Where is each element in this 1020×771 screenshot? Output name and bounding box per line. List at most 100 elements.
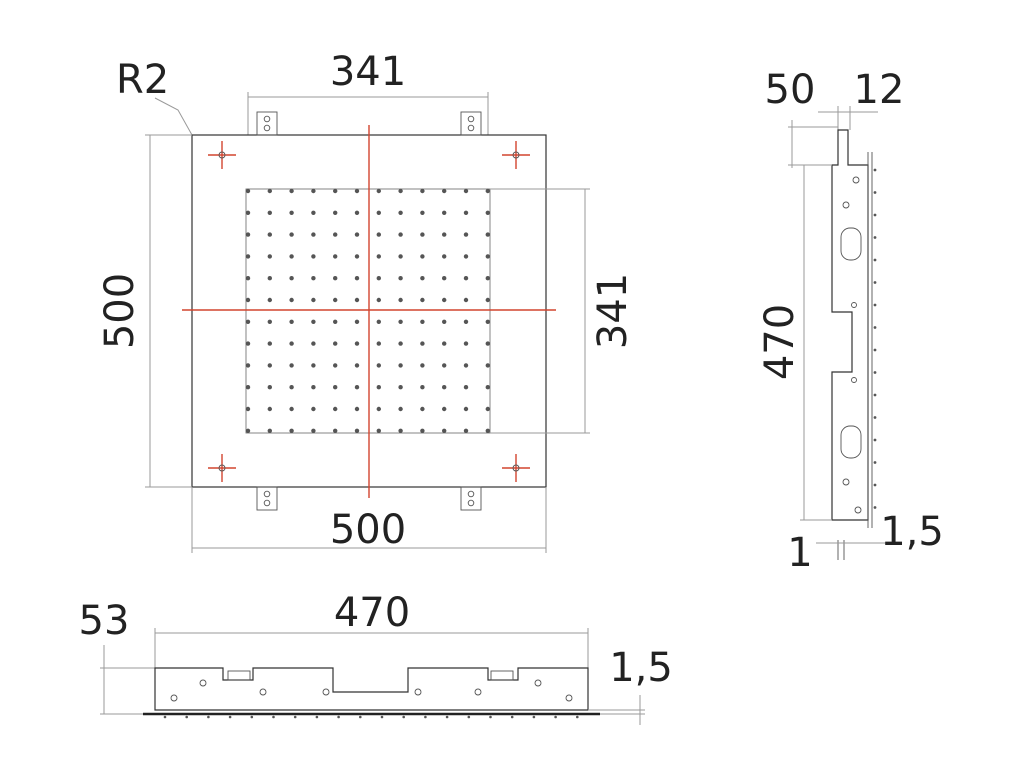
bottom-nozzle bbox=[576, 715, 579, 719]
nozzle bbox=[376, 319, 381, 324]
bottom-nozzle bbox=[272, 715, 275, 719]
nozzle bbox=[311, 232, 316, 237]
nozzle bbox=[245, 341, 251, 346]
bottom-hole bbox=[322, 688, 330, 696]
side-nozzle bbox=[873, 438, 877, 442]
nozzle bbox=[333, 406, 338, 412]
nozzle bbox=[398, 341, 403, 346]
fixing-mark bbox=[208, 141, 236, 169]
nozzle bbox=[354, 254, 360, 259]
nozzle bbox=[267, 341, 272, 346]
nozzle bbox=[485, 210, 490, 215]
nozzle bbox=[245, 188, 251, 194]
nozzle bbox=[485, 428, 490, 433]
bottom-tab bbox=[227, 670, 251, 681]
nozzle bbox=[442, 232, 447, 237]
nozzle bbox=[485, 254, 490, 259]
nozzle bbox=[463, 188, 469, 194]
nozzle bbox=[267, 297, 272, 303]
side-nozzle-row bbox=[873, 168, 877, 509]
nozzle bbox=[420, 341, 425, 346]
nozzle bbox=[442, 276, 447, 281]
nozzle bbox=[442, 188, 447, 194]
nozzle bbox=[289, 254, 294, 259]
nozzle bbox=[398, 297, 403, 303]
bottom-nozzle bbox=[467, 715, 471, 719]
nozzle bbox=[289, 385, 294, 390]
nozzle-grid bbox=[245, 188, 490, 433]
nozzle bbox=[376, 297, 381, 303]
nozzle bbox=[442, 341, 447, 346]
nozzle bbox=[442, 297, 447, 303]
nozzle bbox=[354, 297, 360, 303]
bottom-nozzle bbox=[510, 715, 514, 719]
bottom-nozzle bbox=[380, 715, 384, 719]
nozzle bbox=[289, 188, 294, 194]
nozzle bbox=[289, 210, 294, 215]
bottom-nozzle bbox=[163, 715, 167, 719]
nozzle bbox=[311, 188, 316, 194]
mounting-tab bbox=[256, 486, 278, 511]
dim-side-height-label: 470 bbox=[757, 304, 803, 380]
nozzle bbox=[311, 210, 316, 215]
nozzle bbox=[420, 188, 425, 194]
nozzle bbox=[463, 406, 469, 412]
dim-bottom-width-label: 500 bbox=[330, 507, 406, 553]
bottom-hole bbox=[259, 688, 267, 696]
dim-right-height-label: 341 bbox=[590, 273, 636, 349]
dim-side-top-left-label: 50 bbox=[765, 67, 816, 113]
nozzle bbox=[245, 210, 251, 215]
nozzle bbox=[398, 385, 403, 390]
nozzle bbox=[420, 276, 425, 281]
bottom-nozzle bbox=[554, 715, 557, 719]
mounting-tab bbox=[460, 486, 482, 511]
nozzle bbox=[311, 297, 316, 303]
nozzle bbox=[398, 363, 403, 368]
nozzle bbox=[485, 188, 490, 194]
nozzle bbox=[420, 232, 425, 237]
nozzle bbox=[245, 428, 251, 433]
side-hole bbox=[842, 201, 850, 209]
nozzle bbox=[267, 232, 272, 237]
nozzle bbox=[420, 210, 425, 215]
side-slot bbox=[840, 227, 862, 261]
nozzle bbox=[333, 254, 338, 259]
side-hole bbox=[842, 478, 850, 486]
nozzle bbox=[333, 188, 338, 194]
side-hole bbox=[852, 176, 860, 184]
nozzle bbox=[420, 406, 425, 412]
side-nozzle bbox=[873, 348, 877, 352]
nozzle bbox=[333, 210, 338, 215]
side-nozzle bbox=[873, 168, 877, 172]
fixing-mark bbox=[502, 454, 530, 482]
nozzle bbox=[420, 363, 425, 368]
nozzle bbox=[485, 319, 490, 324]
nozzle bbox=[463, 428, 469, 433]
nozzle bbox=[442, 254, 447, 259]
nozzle bbox=[245, 406, 251, 412]
nozzle bbox=[485, 297, 490, 303]
nozzle bbox=[311, 363, 316, 368]
nozzle bbox=[463, 254, 469, 259]
nozzle bbox=[267, 319, 272, 324]
nozzle bbox=[333, 385, 338, 390]
nozzle bbox=[420, 319, 425, 324]
nozzle bbox=[376, 341, 381, 346]
nozzle bbox=[442, 428, 447, 433]
side-nozzle bbox=[873, 236, 877, 239]
dim-top-width-label: 341 bbox=[330, 49, 406, 95]
nozzle bbox=[463, 319, 469, 324]
nozzle bbox=[289, 363, 294, 368]
nozzle bbox=[333, 232, 338, 237]
nozzle bbox=[463, 276, 469, 281]
nozzle bbox=[333, 276, 338, 281]
nozzle bbox=[267, 188, 272, 194]
nozzle bbox=[311, 254, 316, 259]
nozzle bbox=[398, 232, 403, 237]
nozzle bbox=[245, 319, 251, 324]
bottom-view: 470 53 1,5 bbox=[79, 590, 673, 725]
side-view: 50 12 470 1 1,5 bbox=[757, 67, 944, 576]
nozzle bbox=[289, 297, 294, 303]
nozzle bbox=[376, 210, 381, 215]
nozzle bbox=[354, 363, 360, 368]
